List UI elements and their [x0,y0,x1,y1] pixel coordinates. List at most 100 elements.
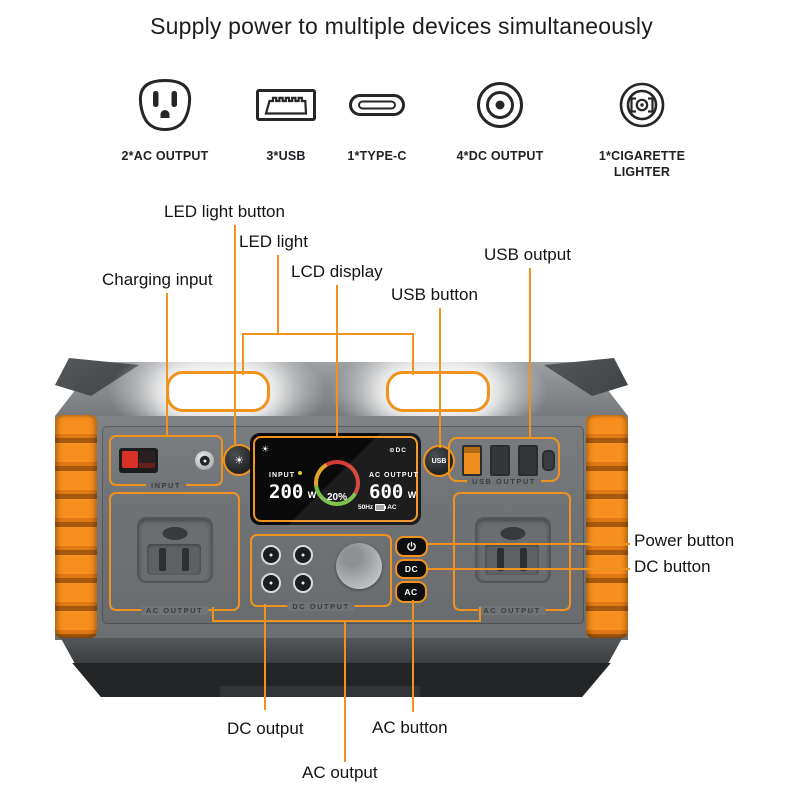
type-c-icon [348,76,406,134]
dc-port-4 [293,573,313,593]
lcd-ac-output-unit: W [408,490,417,500]
gauge-center [318,464,356,502]
usb-port-2 [490,445,510,476]
lcd-dc-indicator: ⊙DC [389,446,407,454]
dc-output-icon [475,76,525,134]
lcd-input-block: INPUT 200 W [269,464,316,503]
side-bumper-left [55,415,97,638]
ac-socket-recess [485,544,539,575]
lcd-input-label: INPUT [269,472,295,479]
leader-usb-button [439,308,441,448]
input-label: INPUT [146,481,186,490]
anderson-connector [119,448,158,473]
ac-output-right-area: AC OUTPUT [453,492,571,615]
ac-socket-recess [147,544,201,575]
usb-c-port [542,450,555,471]
feature-usb: 3*USB [224,76,348,164]
leader-ac-button [412,600,414,712]
power-icon [407,541,416,551]
ac-socket-ground [162,527,188,540]
callout-dc-output: DC output [227,719,304,738]
callout-ac-output: AC output [302,763,378,782]
leader-lcd-display [336,285,338,437]
leader-ac-output-left-stub [212,607,214,622]
power-station: INPUT ☀ ☀ ⊙DC INPUT 200 W 20% AC OUTPUT … [55,342,628,701]
side-bumper-right [586,415,628,638]
lcd-output-block: AC OUTPUT 600 W [369,464,419,503]
feature-label: 1*TYPE-C [347,149,407,163]
led-light-right [386,371,490,412]
dc-port-2 [293,545,313,565]
callout-lcd-display: LCD display [291,262,383,281]
leader-led-light-button [234,225,236,446]
leader-ac-output-cross [212,620,481,622]
callout-dc-button: DC button [634,557,711,576]
ac-slot [497,548,504,571]
battery-icon [375,504,387,511]
callout-ac-button: AC button [372,718,448,737]
leader-led-light-stem [277,255,279,335]
lcd-input-unit: W [308,490,317,500]
leader-led-light-left [242,333,244,375]
leader-led-light-right [412,333,414,375]
feature-label: 3*USB [266,149,306,163]
lcd-display: ☀ ⊙DC INPUT 200 W 20% AC OUTPUT 600 W 50… [250,433,421,525]
lcd-sheen [250,433,421,525]
feature-cigarette-lighter: 1*CIGARETTE LIGHTER [578,76,706,180]
battery-percent: 20% [314,492,360,503]
callout-usb-output: USB output [484,245,571,264]
lcd-ac: AC [387,504,396,511]
callout-power-button: Power button [634,531,735,550]
device-lower-band [60,638,623,664]
leader-ac-output-drop [344,620,346,762]
feature-ac-output: 2*AC OUTPUT [103,76,227,164]
leader-led-light-cross [242,333,414,335]
leader-ac-output-right-stub [479,607,481,622]
callout-led-light: LED light [239,232,308,251]
ac-socket-left [137,517,213,583]
callout-led-light-button: LED light button [164,202,285,221]
lcd-battery-gauge: 20% [314,460,360,506]
led-light-button: ☀ [223,444,255,476]
ac-output-left-label: AC OUTPUT [140,606,209,615]
power-button [395,536,428,557]
leader-power-button [426,543,630,545]
ac-output-right-label: AC OUTPUT [478,606,546,615]
lcd-freq-line: 50HzAC [358,504,397,511]
input-indicator-dot [298,470,302,475]
ac-slot [159,548,166,571]
leader-charging-input [166,293,168,435]
lcd-ac-output-label: AC OUTPUT [369,472,419,479]
ac-slot [520,548,527,571]
anderson-red-cell [122,451,138,468]
usb-output-label: USB OUTPUT [467,477,541,486]
dc-output-area: DC OUTPUT [250,534,392,611]
front-panel [102,426,584,624]
dc-port-3 [261,573,281,593]
leader-dc-button [426,568,630,570]
ac-button: AC [395,581,427,603]
leader-dc-output [264,604,266,710]
ac-outlet-icon [136,76,194,134]
usb-icon [255,76,317,134]
lcd-light-icon: ☀ [261,444,269,455]
usb-port-3 [518,445,538,476]
callout-charging-input: Charging input [102,270,213,289]
feature-label: 4*DC OUTPUT [456,149,544,163]
base-notch [220,686,420,697]
dc-input-jack [195,451,214,470]
ac-socket-ground [500,527,526,540]
ac-slot [182,548,189,571]
feature-dc-output: 4*DC OUTPUT [438,76,562,164]
lcd-ac-output-value: 600 [369,481,403,503]
feature-type-c: 1*TYPE-C [315,76,439,164]
anderson-black-cell [139,451,155,468]
dc-port-1 [261,545,281,565]
cigarette-lighter-socket [336,543,382,589]
usb-output-area: USB OUTPUT [448,437,560,486]
led-light-left [166,371,270,412]
page-title: Supply power to multiple devices simulta… [150,13,653,39]
lcd-highlight-frame [253,436,418,522]
ac-socket-right [475,517,551,583]
dc-output-label: DC OUTPUT [287,602,355,611]
